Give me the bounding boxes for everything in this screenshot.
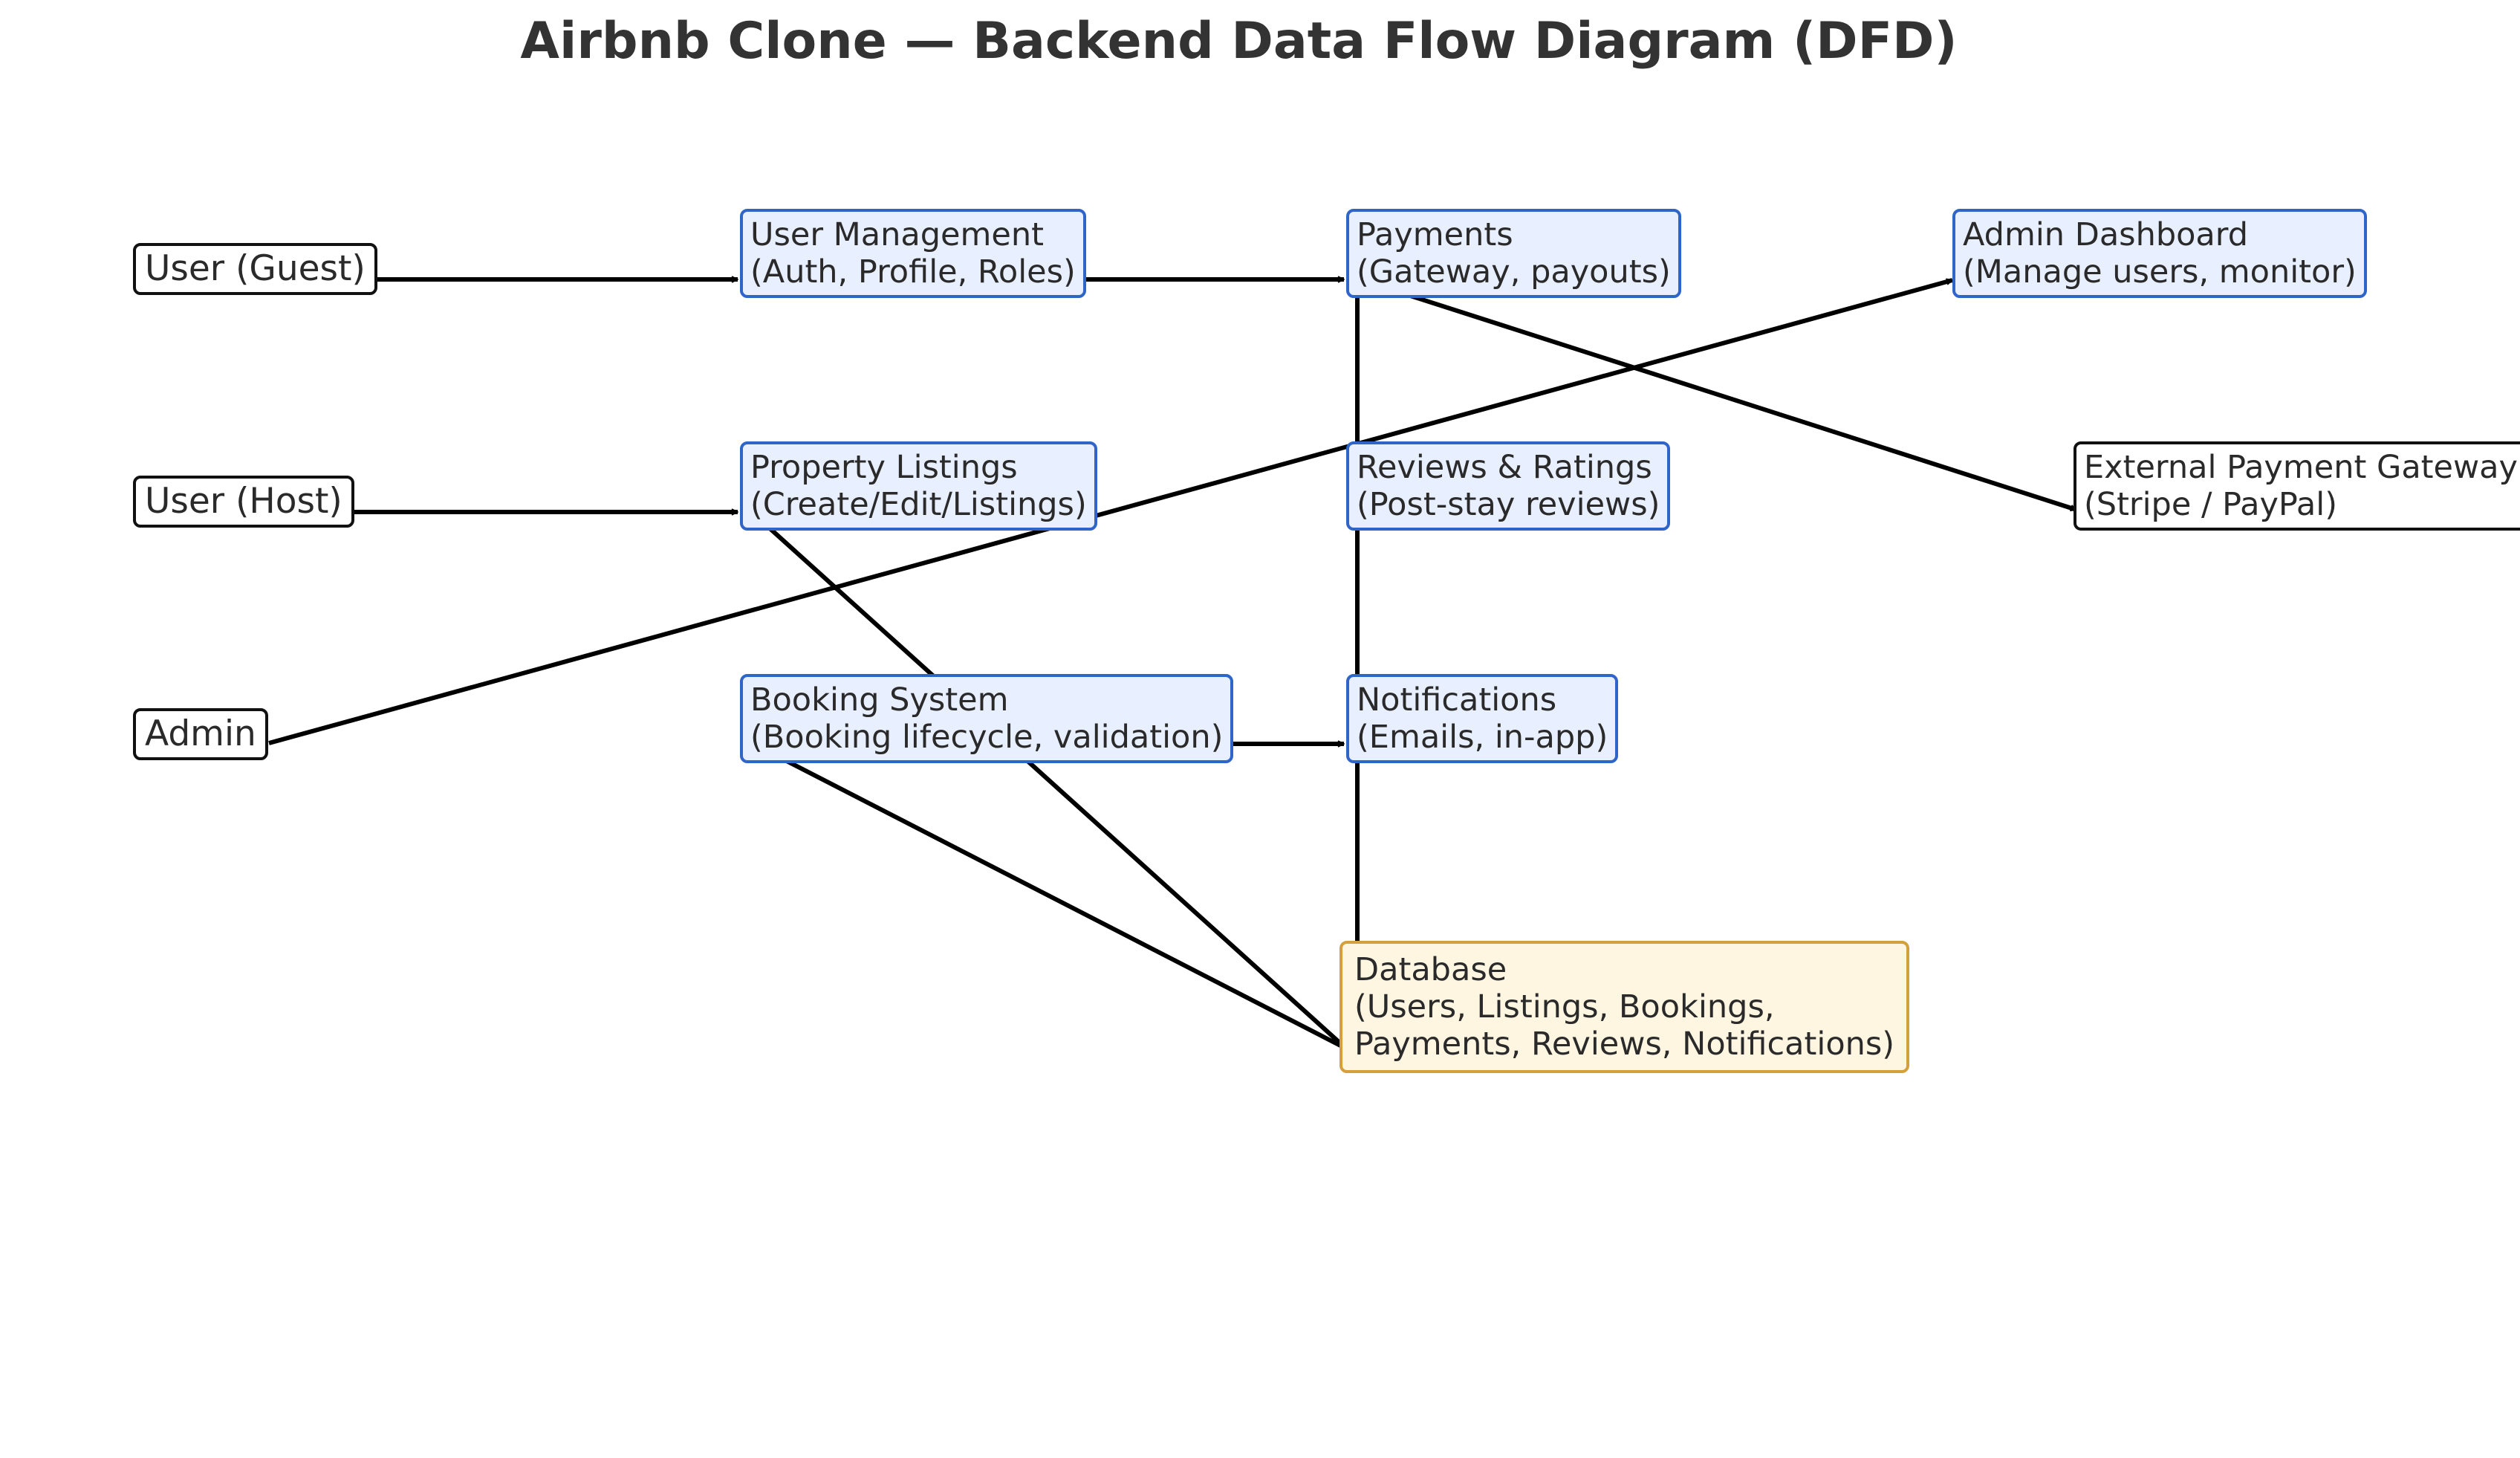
arrow-payments-to-external-gateway: [1359, 277, 2076, 512]
diagram-title: Airbnb Clone — Backend Data Flow Diagram…: [520, 12, 1958, 71]
node-admin-dashboard: Admin Dashboard (Manage users, monitor): [1952, 209, 2367, 298]
node-external-payment-gateway: External Payment Gateway (Stripe / PayPa…: [2074, 441, 2520, 531]
node-property-listings: Property Listings (Create/Edit/Listings): [740, 441, 1097, 531]
node-user-host: User (Host): [133, 476, 354, 528]
arrow-property-listings-to-database: [751, 511, 1348, 1051]
node-user-guest: User (Guest): [133, 243, 377, 295]
node-payments: Payments (Gateway, payouts): [1346, 209, 1681, 298]
node-admin: Admin: [133, 708, 268, 760]
node-user-management: User Management (Auth, Profile, Roles): [740, 209, 1086, 298]
node-reviews-ratings: Reviews & Ratings (Post-stay reviews): [1346, 441, 1671, 531]
arrow-admin-to-admin-dashboard: [268, 278, 1952, 745]
node-notifications: Notifications (Emails, in-app): [1346, 674, 1619, 763]
node-booking-system: Booking System (Booking lifecycle, valid…: [740, 674, 1234, 763]
node-database: Database (Users, Listings, Bookings, Pay…: [1339, 941, 1910, 1073]
arrow-booking-to-database: [752, 742, 1346, 1051]
